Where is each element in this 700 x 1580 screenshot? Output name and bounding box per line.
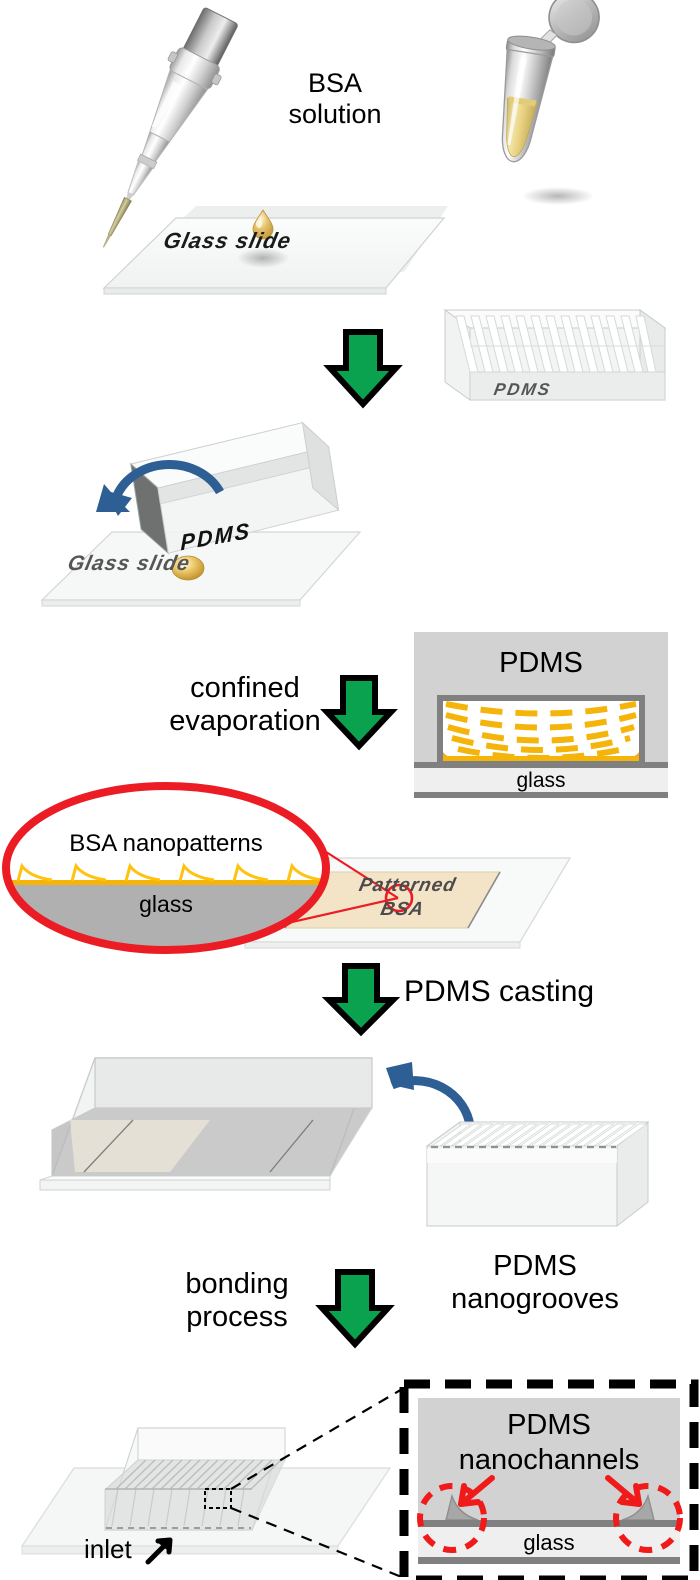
confined-evaporation-label: confined evaporation <box>169 672 321 738</box>
step-5-pattern: BSA nanopatterns glass Patterned BSA <box>0 780 700 960</box>
pdms-stamp-label: PDMS <box>492 380 553 399</box>
step-8-bonding: bonding process PDMS nanogrooves <box>0 1240 700 1350</box>
bonded-pdms-block <box>104 1427 286 1531</box>
green-down-arrow-icon <box>321 963 401 1037</box>
evap-glass-label: glass <box>516 769 566 792</box>
patterned-bsa-label: Patterned BSA <box>357 875 459 920</box>
step-2-pdms: PDMS <box>0 300 700 420</box>
step-2-graphics <box>323 309 667 409</box>
blue-curved-flip-arrow-icon <box>96 460 224 516</box>
pdms-tilted-slab <box>129 421 340 555</box>
droplet-shadow <box>237 248 289 268</box>
step-8-graphics <box>315 1269 395 1349</box>
step-1-deposit: BSA solution Glass slide <box>0 0 700 300</box>
glass-slide-label-2: Glass slide <box>65 552 193 575</box>
glass-slide-label-1: Glass slide <box>161 228 294 253</box>
inset-connector-lines <box>230 1387 405 1580</box>
step-5-graphics <box>2 782 572 954</box>
bsa-nanopatterns-label: BSA nanopatterns <box>69 830 263 857</box>
step-7-graphics <box>39 1057 650 1228</box>
step-3-flip: Glass slide PDMS <box>0 420 700 620</box>
step-9-graphics <box>20 1379 699 1580</box>
bsa-nanopattern-bumps <box>16 862 323 882</box>
green-down-arrow-icon <box>315 1269 395 1349</box>
callout-glass-label: glass <box>139 891 193 917</box>
final-glass-label: glass <box>523 1530 575 1555</box>
pipette-icon <box>102 7 238 248</box>
evaporation-cross-section <box>414 632 668 798</box>
step-7-grooves <box>0 1030 700 1240</box>
step-4-graphics <box>320 632 668 798</box>
pdms-cast-mold <box>39 1057 373 1191</box>
pdms-nanochannels-label: PDMS nanochannels <box>458 1409 640 1477</box>
red-pointer-arrow-icon <box>458 1475 642 1507</box>
green-down-arrow-icon <box>320 675 398 751</box>
step-9-channels: inlet PDMS nanochannels glass <box>0 1350 700 1580</box>
step-6-graphics <box>321 963 401 1037</box>
inlet-label: inlet <box>84 1534 132 1564</box>
bsa-droplet-icon-2 <box>171 555 205 581</box>
bsa-droplet-icon <box>252 209 274 240</box>
nanochannels-cross-section <box>417 1398 683 1564</box>
pdms-stamp-block <box>443 309 667 401</box>
pdms-nanogrooves-label: PDMS nanogrooves <box>451 1250 619 1316</box>
eppendorf-tube-icon <box>501 0 600 205</box>
step-1-graphics <box>102 0 600 295</box>
step-3-graphics <box>40 421 362 607</box>
green-down-arrow-icon <box>323 329 403 409</box>
inset-selection-box <box>204 1488 232 1509</box>
bsa-solution-label: BSA solution <box>288 68 382 129</box>
bonding-process-label: bonding process <box>185 1268 289 1334</box>
pdms-casting-label: PDMS casting <box>404 975 595 1008</box>
pdms-nanogroove-block <box>425 1120 650 1228</box>
step-6-casting: PDMS casting <box>0 960 700 1037</box>
evap-pdms-label: PDMS <box>499 647 583 679</box>
inlet-arrow-icon <box>145 1537 173 1565</box>
evaporation-flow-lines <box>445 701 637 761</box>
step-4-evap: confined evaporation PDMS glass <box>0 620 700 800</box>
red-dashed-zoom-circle-icon <box>417 1483 683 1553</box>
